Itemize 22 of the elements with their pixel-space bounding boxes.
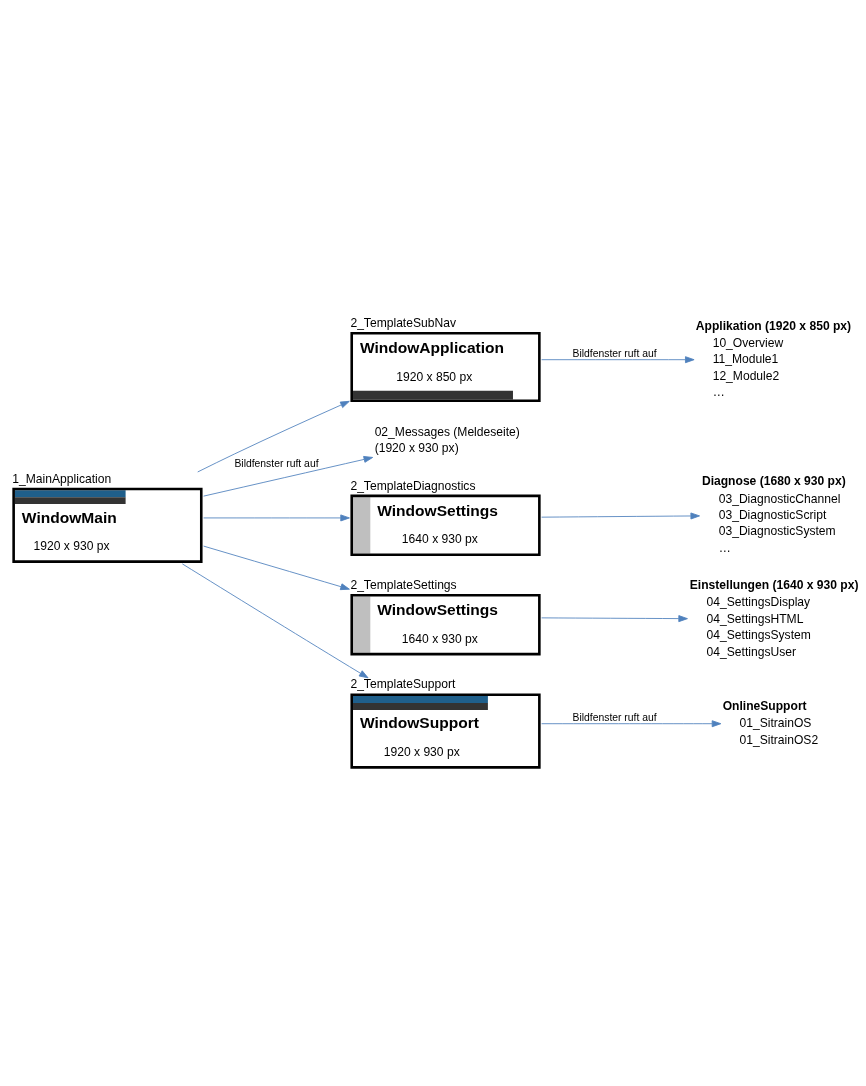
arrow [541,512,700,520]
edge-label: Bildfenster ruft auf [572,347,657,359]
node-text: Diagnose (1680 x 930 px) 03_DiagnosticChannel 03_DiagnosticScript 03_DiagnosticSystem … [701,474,846,555]
node-label: 2_TemplateSettings [350,578,457,592]
node-text: Einstellungen (1640 x 930 px) 04_SettingsDisplay 04_SettingsHTML 04_SettingsSystem 04_SettingsUser [689,578,859,659]
edge-label: Bildfenster ruft auf [234,458,319,470]
arrow [203,514,350,522]
arrow [541,720,722,728]
node-label: 1_MainApplication [12,471,112,486]
node-label: 2_TemplateSubNav [350,316,456,331]
arrow [203,456,374,497]
edge-label: Bildfenster ruft auf [572,711,657,723]
node-label: 2_TemplateDiagnostics [350,478,476,493]
arrow [541,615,688,623]
node-label: 2_TemplateSupport [350,677,456,692]
arrow [203,545,350,591]
arrow [197,400,350,473]
node-text: OnlineSupport 01_SitrainOS 01_SitrainOS2 [722,699,819,747]
arrow [541,356,695,364]
arrow [181,563,369,679]
node-text: 02_Messages (Meldeseite) (1920 x 930 px) [374,424,520,456]
node-text: Applikation (1920 x 850 px) 10_Overview 11_Module1 12_Module2 … [695,318,852,400]
